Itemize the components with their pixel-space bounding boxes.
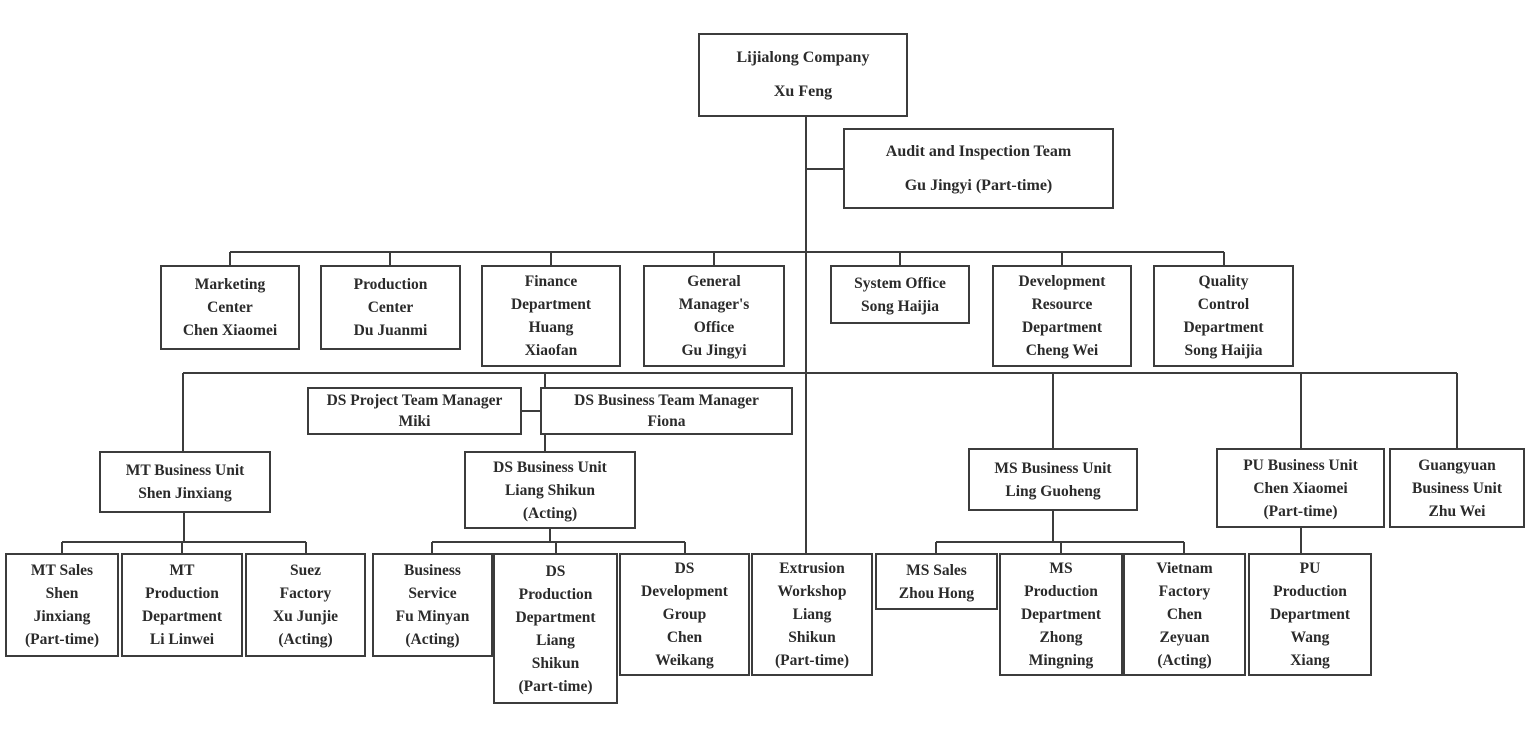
org-node-ms-business-unit: MS Business Unit Ling Guoheng — [968, 448, 1138, 511]
org-node-ds-business-unit: DS Business Unit Liang Shikun (Acting) — [464, 451, 636, 529]
org-node-audit-inspection-team: Audit and Inspection Team Gu Jingyi (Par… — [843, 128, 1114, 209]
org-node-ds-development-group: DS Development Group Chen Weikang — [619, 553, 750, 676]
org-node-vietnam-factory: Vietnam Factory Chen Zeyuan (Acting) — [1123, 553, 1246, 676]
org-node-quality-control-department: Quality Control Department Song Haijia — [1153, 265, 1294, 367]
org-node-ds-project-team-manager: DS Project Team Manager Miki — [307, 387, 522, 435]
org-node-ds-business-team-manager: DS Business Team Manager Fiona — [540, 387, 793, 435]
org-node-guangyuan-business-unit: Guangyuan Business Unit Zhu Wei — [1389, 448, 1525, 528]
org-node-ms-sales: MS Sales Zhou Hong — [875, 553, 998, 610]
org-node-suez-factory: Suez Factory Xu Junjie (Acting) — [245, 553, 366, 657]
org-node-mt-sales: MT Sales Shen Jinxiang (Part-time) — [5, 553, 119, 657]
org-node-production-center: Production Center Du Juanmi — [320, 265, 461, 350]
org-node-mt-business-unit: MT Business Unit Shen Jinxiang — [99, 451, 271, 513]
org-node-finance-department: Finance Department Huang Xiaofan — [481, 265, 621, 367]
org-node-ds-production-department: DS Production Department Liang Shikun (P… — [493, 553, 618, 704]
org-node-ms-production-department: MS Production Department Zhong Mingning — [999, 553, 1123, 676]
org-node-business-service: Business Service Fu Minyan (Acting) — [372, 553, 493, 657]
org-node-general-managers-office: General Manager's Office Gu Jingyi — [643, 265, 785, 367]
org-node-pu-production-department: PU Production Department Wang Xiang — [1248, 553, 1372, 676]
org-node-mt-production-department: MT Production Department Li Linwei — [121, 553, 243, 657]
org-node-marketing-center: Marketing Center Chen Xiaomei — [160, 265, 300, 350]
org-node-pu-business-unit: PU Business Unit Chen Xiaomei (Part-time… — [1216, 448, 1385, 528]
org-node-extrusion-workshop: Extrusion Workshop Liang Shikun (Part-ti… — [751, 553, 873, 676]
org-node-development-resource-department: Development Resource Department Cheng We… — [992, 265, 1132, 367]
org-node-lijialong-company: Lijialong Company Xu Feng — [698, 33, 908, 117]
org-node-system-office: System Office Song Haijia — [830, 265, 970, 324]
